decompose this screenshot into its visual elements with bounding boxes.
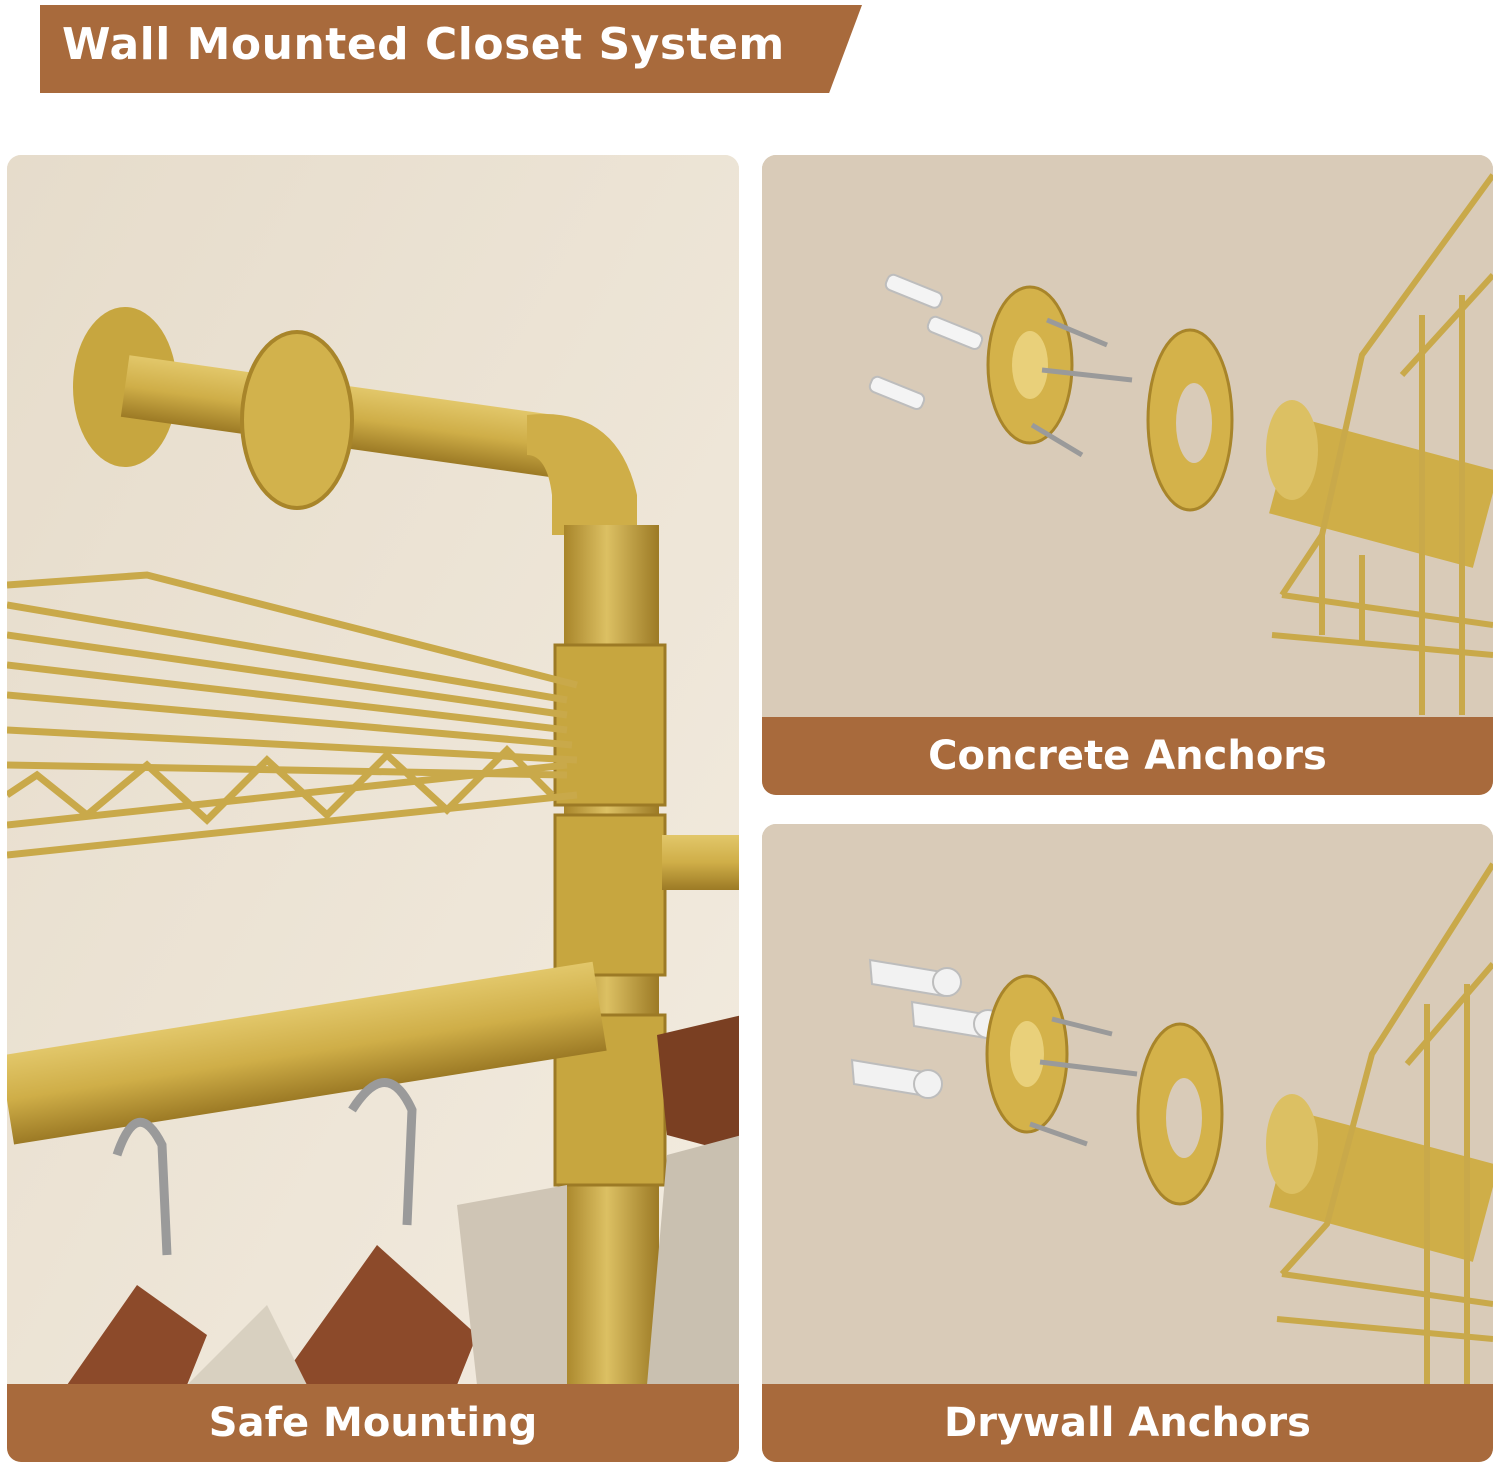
caption-drywall-anchors: Drywall Anchors — [944, 1400, 1311, 1446]
closet-rack-illustration — [7, 155, 739, 1462]
concrete-plug-icons — [868, 273, 984, 411]
caption-bar: Concrete Anchors — [762, 717, 1493, 795]
header-banner: Wall Mounted Closet System — [40, 5, 862, 93]
wire-basket — [1276, 862, 1493, 1384]
caption-concrete-anchors: Concrete Anchors — [928, 733, 1327, 779]
caption-safe-mounting: Safe Mounting — [208, 1400, 538, 1446]
hangers — [67, 1015, 739, 1385]
page-title: Wall Mounted Closet System — [62, 19, 785, 70]
hanging-rod — [7, 961, 607, 1145]
drywall-anchors-illustration — [762, 824, 1493, 1462]
screw-icons — [1030, 317, 1133, 458]
panel-safe-mounting: Safe Mounting — [7, 155, 739, 1462]
screw-icons — [1029, 1016, 1138, 1147]
panel-drywall-anchors: Drywall Anchors — [762, 824, 1493, 1462]
concrete-anchors-illustration — [762, 155, 1493, 795]
wire-basket — [1271, 173, 1493, 715]
caption-bar: Safe Mounting — [7, 1384, 739, 1462]
caption-bar: Drywall Anchors — [762, 1384, 1493, 1462]
panel-concrete-anchors: Concrete Anchors — [762, 155, 1493, 795]
wire-shelf — [7, 571, 578, 859]
